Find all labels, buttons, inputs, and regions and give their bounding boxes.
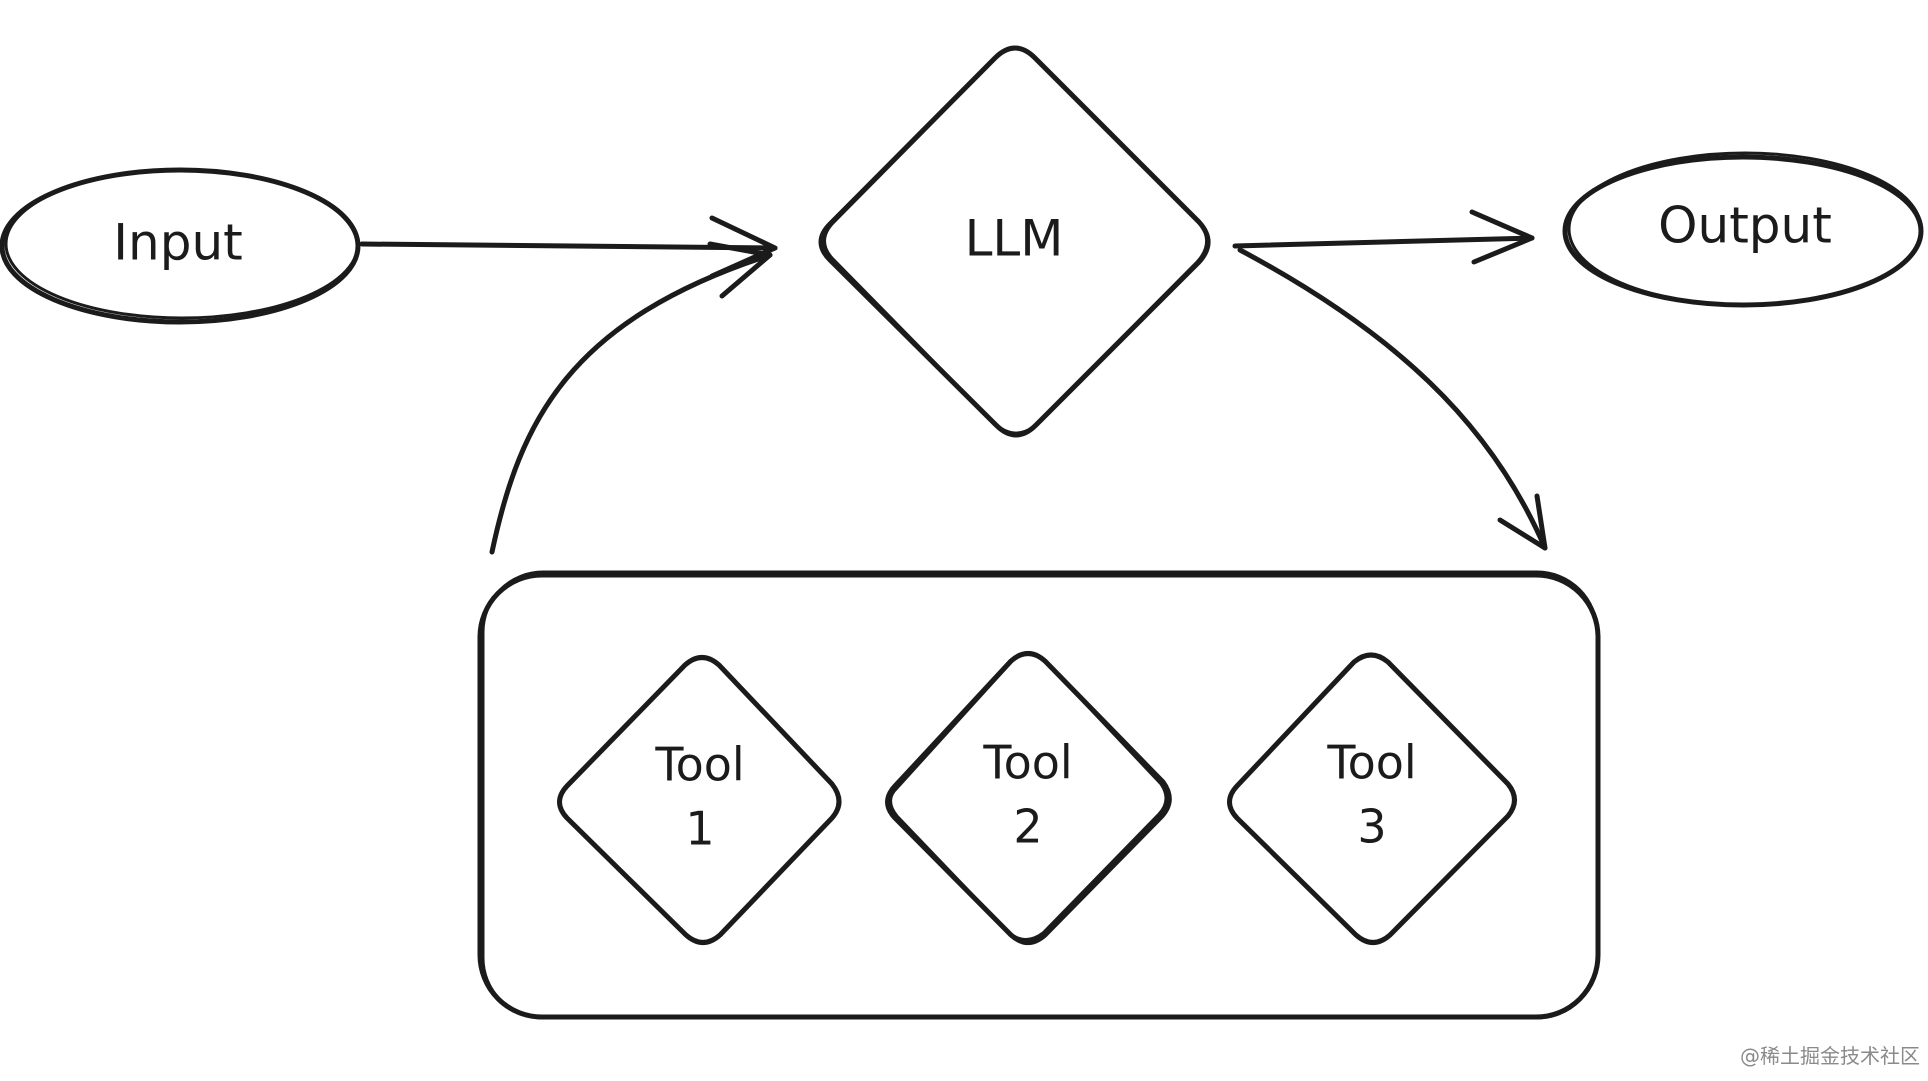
tools-box-sketch xyxy=(481,570,1599,1020)
input-label: Input xyxy=(113,214,242,272)
llm-diamond-sketch xyxy=(823,47,1209,435)
tool-2-node: Tool 2 xyxy=(885,651,1172,945)
watermark-text: @稀土掘金技术社区 xyxy=(1740,1044,1920,1068)
arrow-llm-output-head xyxy=(1469,209,1535,265)
output-label: Output xyxy=(1658,197,1832,255)
tool-1-label-line2: 1 xyxy=(685,802,714,856)
tool-3-node: Tool 3 xyxy=(1227,652,1517,945)
llm-node: LLM xyxy=(818,45,1211,438)
arrow-tools-llm-curve xyxy=(489,252,773,555)
tools-box xyxy=(477,572,1601,1020)
arrow-input-llm-line xyxy=(359,241,778,251)
input-ellipse-sketch xyxy=(4,168,360,320)
llm-label: LLM xyxy=(965,210,1064,268)
arrow-llm-tools-curve xyxy=(1237,247,1548,551)
arrow-tools-to-llm xyxy=(489,241,773,555)
tool-3-label-line1: Tool xyxy=(1326,736,1416,790)
arrow-llm-to-output xyxy=(1232,209,1535,265)
arrow-tools-llm-head xyxy=(707,241,773,299)
tools-container xyxy=(477,570,1601,1020)
input-node: Input xyxy=(0,167,361,325)
tool-2-diamond-sketch xyxy=(889,652,1168,941)
output-node: Output xyxy=(1562,151,1924,308)
arrow-llm-to-tools xyxy=(1237,247,1548,551)
tool-3-diamond xyxy=(1227,652,1517,945)
tool-2-diamond xyxy=(885,651,1172,945)
arrow-llm-tools-head xyxy=(1497,493,1548,551)
tool-3-label-line2: 3 xyxy=(1357,800,1386,854)
tool-2-label-line2: 2 xyxy=(1013,800,1042,854)
tool-1-node: Tool 1 xyxy=(557,655,842,945)
arrow-llm-output-line xyxy=(1232,235,1535,249)
tool-2-label-line1: Tool xyxy=(982,736,1072,790)
tool-1-label-line1: Tool xyxy=(654,738,744,792)
output-ellipse-sketch xyxy=(1567,151,1923,307)
tool-1-diamond xyxy=(557,655,842,945)
